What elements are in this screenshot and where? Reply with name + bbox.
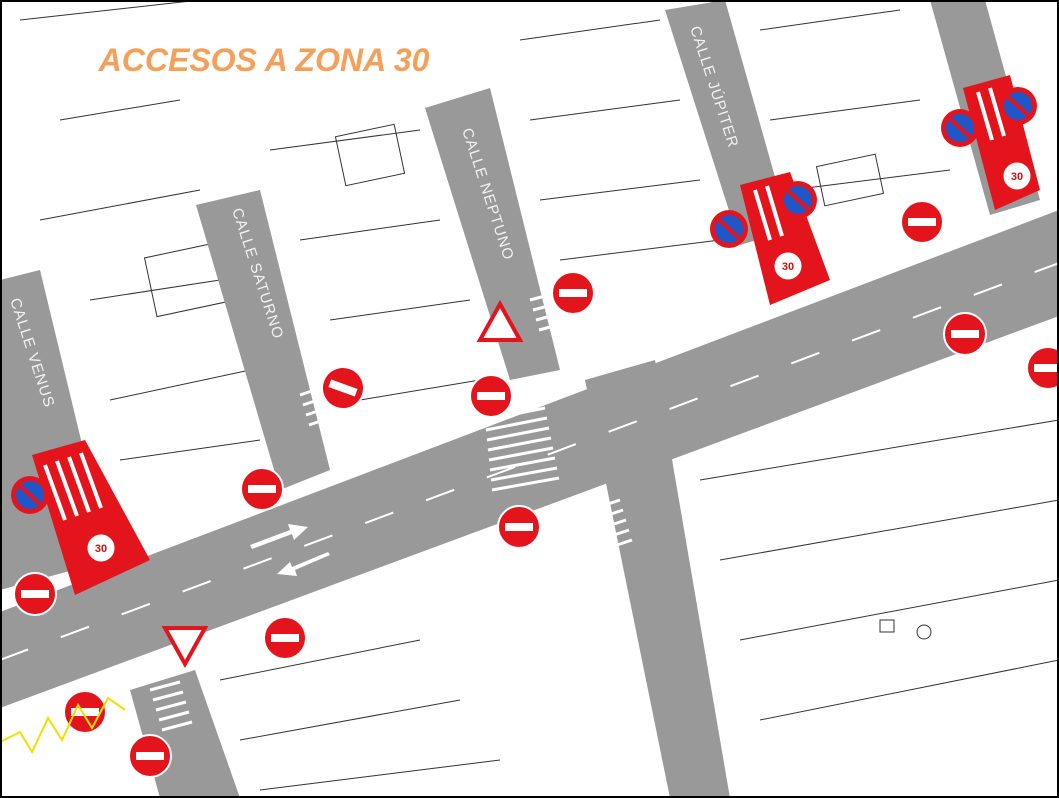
speed-limit-sign-icon: 30 (84, 531, 118, 565)
no-parking-sign-icon (997, 85, 1039, 127)
no-entry-sign-icon (900, 200, 944, 244)
no-parking-sign-icon (777, 179, 819, 221)
no-entry-sign-icon (13, 572, 57, 616)
no-parking-sign-icon (939, 107, 981, 149)
no-entry-sign-icon (240, 467, 284, 511)
no-parking-sign-icon (708, 208, 750, 250)
no-entry-sign-icon (551, 271, 595, 315)
no-entry-sign-icon (128, 734, 172, 778)
speed-limit-value: 30 (95, 543, 107, 555)
yellow-zigzag-line (0, 696, 126, 755)
no-entry-sign-icon (1026, 346, 1059, 390)
speed-limit-value: 30 (1011, 171, 1023, 183)
speed-limit-value: 30 (782, 261, 794, 273)
speed-limit-sign-icon: 30 (1000, 159, 1034, 193)
no-entry-sign-icon (263, 616, 307, 660)
no-entry-sign-icon (943, 312, 987, 356)
map-title: ACCESOS A ZONA 30 (66, 38, 462, 82)
no-entry-sign-icon (497, 505, 541, 549)
no-entry-sign-icon (469, 374, 513, 418)
direction-arrow-icon (250, 524, 330, 576)
speed-limit-sign-icon: 30 (771, 249, 805, 283)
no-parking-sign-icon (9, 474, 51, 516)
